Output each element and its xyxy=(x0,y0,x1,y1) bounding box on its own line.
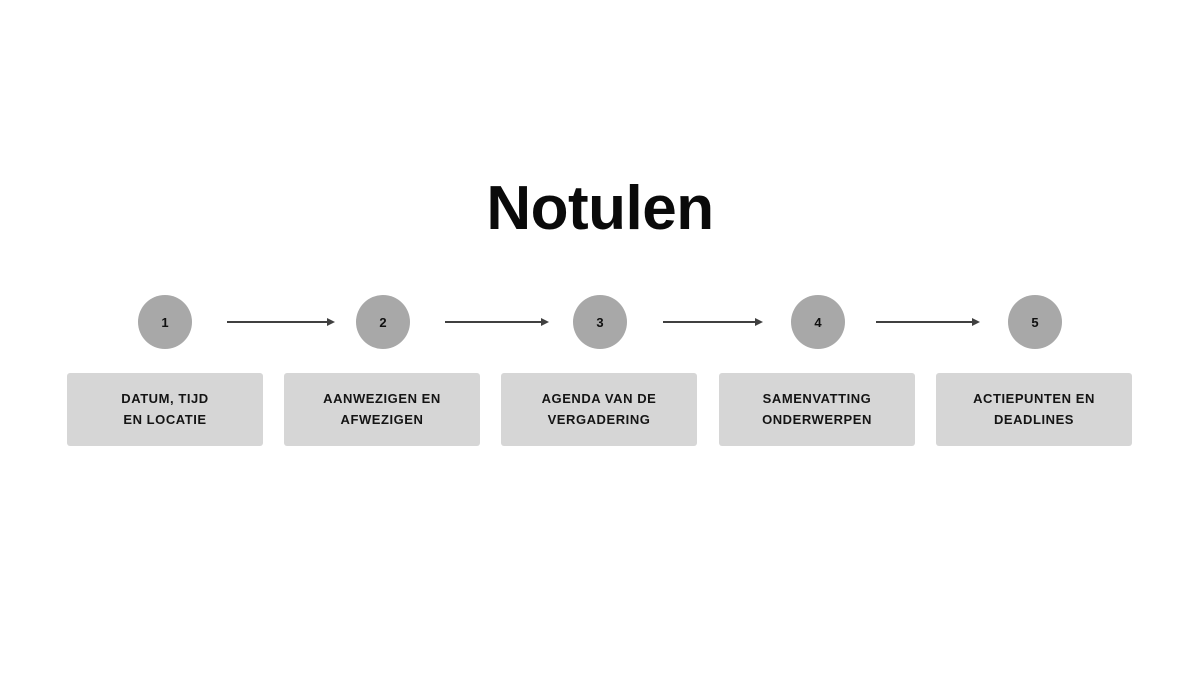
step-box-5[interactable]: ACTIEPUNTEN EN DEADLINES xyxy=(936,373,1132,446)
arrow-3-to-4-icon xyxy=(663,315,763,329)
step-box-1[interactable]: DATUM, TIJD EN LOCATIE xyxy=(67,373,263,446)
step-box-3[interactable]: AGENDA VAN DE VERGADERING xyxy=(501,373,697,446)
step-label-5: ACTIEPUNTEN EN DEADLINES xyxy=(973,391,1095,427)
step-number-1: 1 xyxy=(161,314,169,330)
step-circle-5[interactable]: 5 xyxy=(1008,295,1062,349)
arrow-1-to-2-icon xyxy=(227,315,335,329)
step-number-5: 5 xyxy=(1031,314,1039,330)
process-labels-row: DATUM, TIJD EN LOCATIE AANWEZIGEN EN AFW… xyxy=(67,373,1133,446)
step-label-4: SAMENVATTING ONDERWERPEN xyxy=(762,391,872,427)
step-circle-1[interactable]: 1 xyxy=(138,295,192,349)
step-circle-4[interactable]: 4 xyxy=(791,295,845,349)
step-label-2: AANWEZIGEN EN AFWEZIGEN xyxy=(323,391,441,427)
arrow-2-to-3-icon xyxy=(445,315,549,329)
step-label-3: AGENDA VAN DE VERGADERING xyxy=(541,391,657,427)
step-number-4: 4 xyxy=(814,314,822,330)
step-box-2[interactable]: AANWEZIGEN EN AFWEZIGEN xyxy=(284,373,480,446)
step-number-2: 2 xyxy=(379,314,387,330)
step-box-4[interactable]: SAMENVATTING ONDERWERPEN xyxy=(719,373,915,446)
process-steps-row: 1 2 3 4 xyxy=(67,295,1133,349)
step-circle-2[interactable]: 2 xyxy=(356,295,410,349)
page-title: Notulen xyxy=(486,174,714,243)
step-circle-3[interactable]: 3 xyxy=(573,295,627,349)
step-number-3: 3 xyxy=(596,314,604,330)
step-label-1: DATUM, TIJD EN LOCATIE xyxy=(121,391,209,427)
arrow-4-to-5-icon xyxy=(876,315,980,329)
